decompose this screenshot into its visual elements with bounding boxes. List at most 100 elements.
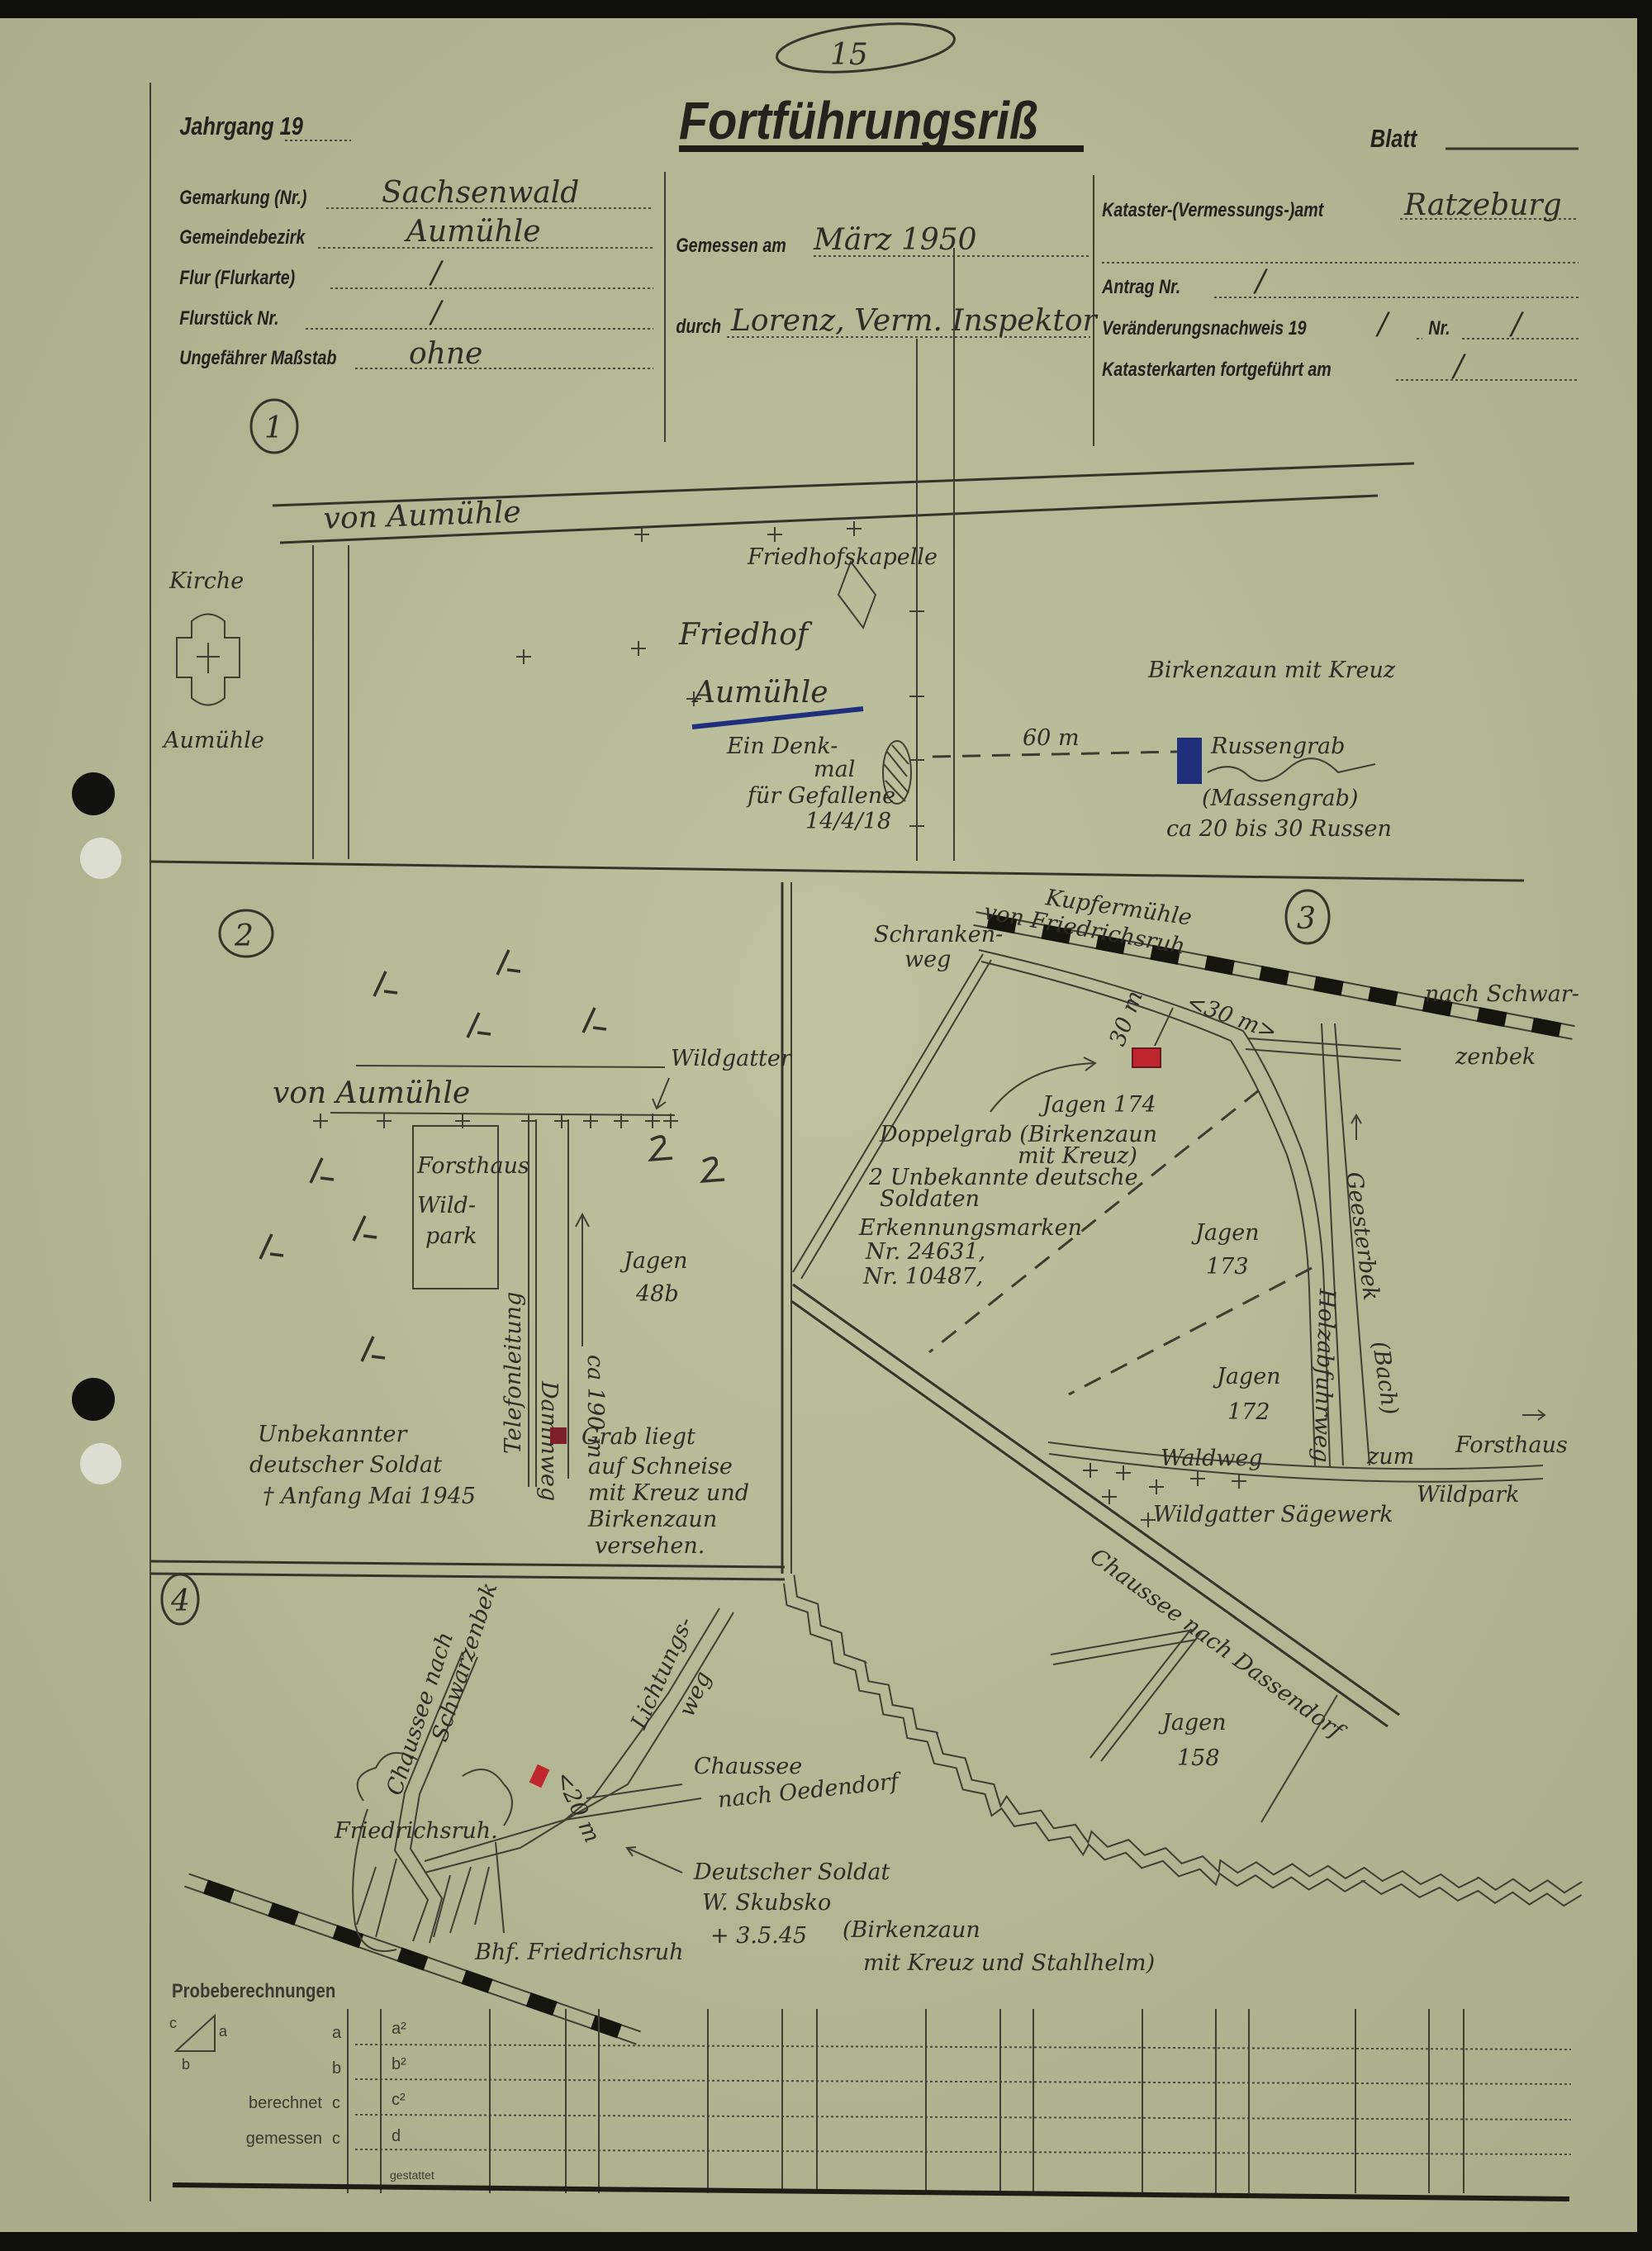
grave-note: Grab liegt (582, 1424, 695, 1450)
section-number-circle (160, 1573, 200, 1626)
section-divider (150, 860, 1525, 882)
double-grave-marker (1132, 1047, 1161, 1068)
grave-marker (550, 1427, 567, 1444)
katasterkarten-label: Katasterkarten fortgeführt am (1102, 358, 1332, 380)
nr-value: / (1509, 307, 1525, 341)
soldier-note: Deutscher Soldat (693, 1859, 890, 1885)
veraenderungsnachweis-label: Veränderungsnachweis 19 (1102, 316, 1307, 339)
rail-block (1422, 996, 1453, 1017)
road-label: von Aumühle (273, 1076, 470, 1110)
rail-block (332, 1925, 364, 1949)
road-line (272, 462, 1415, 507)
section-number: 4 (170, 1584, 190, 1618)
track-label: Holzabfuhrweg (1308, 1288, 1340, 1463)
grave-note: Birkenzaun (587, 1507, 717, 1532)
compartment-label: 158 (1177, 1745, 1220, 1771)
gemessen-value: März 1950 (813, 223, 977, 257)
telephone-line-label: Telefonleitung (501, 1292, 526, 1454)
compartment-label: 172 (1227, 1399, 1270, 1425)
house-label: park (425, 1223, 477, 1249)
cross-marker (631, 641, 646, 656)
river-bank (783, 1583, 1583, 1907)
rail-block (461, 1969, 493, 1993)
form-field-lines (285, 140, 1578, 446)
road-line (393, 1651, 463, 1942)
mass-grave-marker (1177, 738, 1202, 784)
distance-line (932, 750, 1178, 758)
memorial-symbol (882, 740, 912, 805)
grave-note: mit Kreuz und (588, 1480, 749, 1506)
massstab-label: Ungefährer Maßstab (179, 346, 336, 368)
rail-block (1476, 1007, 1507, 1028)
memorial-label: für Gefallene (746, 783, 895, 809)
flur-label: Flur (Flurkarte) (179, 266, 295, 288)
punch-hole (72, 772, 115, 815)
gemessen-label: Gemessen am (676, 234, 786, 256)
section-number: 1 (264, 411, 283, 445)
sketch-section-1: 1 von Aumühle Kirche Aumühle Friedhofska… (150, 248, 1525, 882)
church-icon (176, 613, 240, 706)
cross-marker (313, 1114, 328, 1128)
crossing-label: Schranken- (874, 922, 1003, 947)
header-labels: Jahrgang 19 Blatt Gemarkung (Nr.) Gemein… (179, 112, 1450, 381)
compartment-label: Jagen (620, 1248, 688, 1274)
title-underline (679, 145, 1084, 152)
compartment-label: 48b (635, 1281, 679, 1307)
highway-label: Chaussee (694, 1754, 802, 1779)
direction-label: zum (1366, 1444, 1414, 1470)
sheet-number-text: 15 (830, 38, 868, 72)
jahrgang-label: Jahrgang 19 (179, 112, 303, 141)
gemarkung-label: Gemarkung (Nr.) (179, 186, 306, 208)
memorial-label: mal (814, 757, 855, 782)
double-grave-note: Doppelgrab (Birkenzaun (879, 1122, 1157, 1147)
calculation-box: Probeberechnungen c a b a a² b b² berech… (169, 1979, 1572, 2201)
row-square: c² (392, 2091, 406, 2109)
memorial-date: 14/4/18 (805, 809, 891, 834)
rail-block (396, 1947, 429, 1971)
grave-note: versehen. (595, 1533, 705, 1559)
fence-crosses (1083, 1463, 1246, 1527)
rail-block (1150, 944, 1181, 965)
row-square: b² (392, 2055, 406, 2073)
rail-block (1259, 965, 1289, 986)
section-number-circle (249, 398, 299, 454)
compartment-label: 173 (1206, 1254, 1249, 1280)
grid-bottom-line (172, 2182, 1570, 2201)
grave-note: (Birkenzaun (843, 1917, 980, 1943)
cross-marker (1190, 1471, 1205, 1486)
cross-marker (909, 689, 924, 704)
calculation-rows: a a² b b² berechnet c c² gemessen c d ge… (246, 2020, 434, 2182)
gemeindebezirk-label: Gemeindebezirk (179, 226, 306, 248)
compartment-label: Jagen (1191, 1220, 1260, 1246)
station-label: Bhf. Friedrichsruh (474, 1940, 684, 1965)
grid-row-line (354, 2078, 1572, 2085)
rail-block (268, 1902, 300, 1926)
cross-marker (663, 1114, 678, 1128)
row-label: gemessen (246, 2130, 322, 2148)
road-line (978, 949, 1331, 1467)
sheet-number: 15 (776, 22, 956, 74)
veraenderungsnachweis-value: / (1375, 307, 1391, 341)
memorial-label: Ein Denk- (726, 734, 838, 759)
arrow-icon (625, 1846, 683, 1873)
triangle-label-b: b (182, 2056, 190, 2073)
rail-block (986, 914, 1018, 934)
row-side: c (332, 2094, 340, 2112)
crossing-label: weg (904, 947, 951, 972)
cross-marker (516, 649, 531, 664)
grave-note: mit Kreuz und Stahlhelm) (863, 1950, 1155, 1976)
row-label: berechnet (249, 2094, 322, 2112)
house-label: Wild- (417, 1193, 476, 1218)
church-place-label: Aumühle (161, 728, 264, 753)
fence-crosses (313, 1114, 678, 1128)
double-grave-note: mit Kreuz) (1018, 1143, 1137, 1169)
form-values: Sachsenwald Aumühle / / ohne März 1950 L… (382, 176, 1562, 383)
blue-underline (691, 706, 864, 729)
cross-marker (1102, 1489, 1117, 1504)
rail-block (203, 1879, 235, 1903)
rail-block (1313, 976, 1344, 996)
arrow-icon (1351, 1114, 1362, 1140)
blatt-label: Blatt (1370, 125, 1418, 154)
